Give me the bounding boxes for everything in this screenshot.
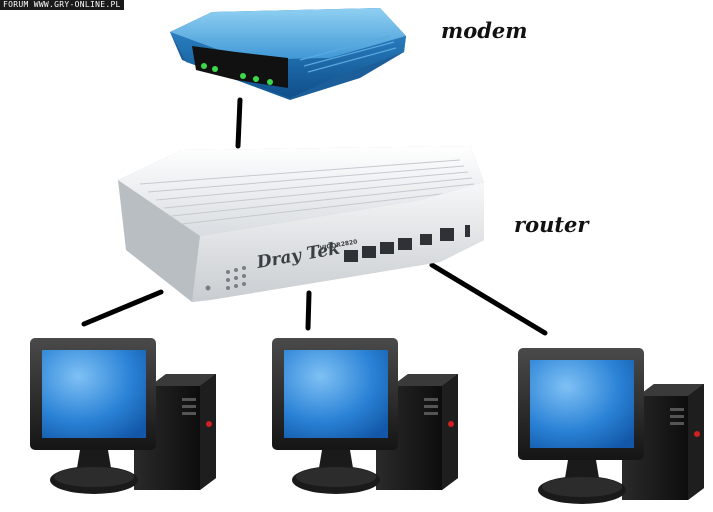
cable-router-pc-right	[429, 262, 548, 336]
modem-label: modem	[441, 18, 528, 43]
cable-router-pc-left	[81, 289, 164, 327]
router-label: router	[514, 212, 589, 237]
router-front-panel-leds	[205, 266, 246, 291]
router-device	[118, 146, 484, 302]
computer-left	[30, 338, 216, 494]
computer-right	[518, 348, 704, 504]
modem-device	[170, 8, 406, 100]
cable-router-pc-middle	[305, 290, 312, 331]
watermark-banner: FORUM WWW.GRY-ONLINE.PL	[0, 0, 124, 10]
computer-middle	[272, 338, 458, 494]
modem-status-leds	[201, 63, 273, 85]
cable-modem-router	[235, 97, 243, 149]
router-ethernet-ports	[344, 225, 470, 262]
